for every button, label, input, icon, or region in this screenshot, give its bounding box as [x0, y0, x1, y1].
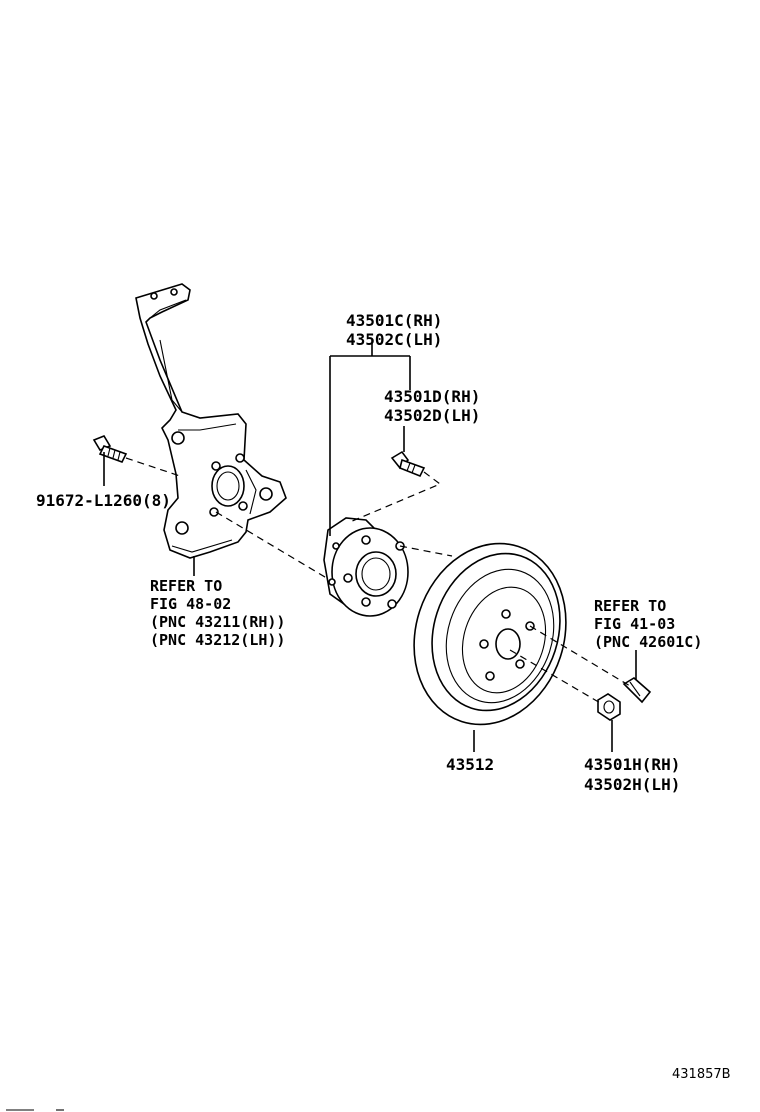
wheel-stud: [622, 677, 652, 704]
label-nut-lh: 43502H(LH): [584, 775, 680, 794]
stud-to-rotor-dashline: [529, 625, 631, 687]
label-hub-rh: 43501C(RH): [346, 311, 442, 330]
label-nut-rh: 43501H(RH): [584, 755, 680, 774]
hub-assembly: [323, 517, 409, 617]
knuckle-ref-line1: REFER TO: [150, 577, 222, 595]
label-hub-lh: 43502C(LH): [346, 330, 442, 349]
label-rotor: 43512: [446, 755, 494, 774]
knuckle-to-hub-dashline: [215, 511, 331, 581]
label-knuckle-bolt: 91672-L1260(8): [36, 491, 171, 510]
knuckle-bolt: [92, 435, 128, 463]
wheel-ref-line1: REFER TO: [594, 597, 666, 615]
hub-bracket-leader: [329, 340, 411, 536]
wheel-ref-line2: FIG 41-03: [594, 615, 675, 633]
bolt-to-hub-dashline: [349, 471, 442, 523]
figure-number: 431857B: [672, 1067, 731, 1082]
wheel-ref-line3: (PNC 42601C): [594, 633, 702, 651]
bolt-to-knuckle-dashline: [125, 457, 181, 477]
steering-knuckle: [135, 283, 287, 559]
knuckle-ref-line2: FIG 48-02: [150, 595, 231, 613]
label-bolt-rh: 43501D(RH): [384, 387, 480, 406]
brake-rotor: [413, 542, 567, 726]
label-bolt-lh: 43502D(LH): [384, 406, 480, 425]
hub-to-rotor-dashline: [399, 545, 453, 557]
nut-to-rotor-dashline: [509, 649, 603, 705]
hub-nut: [597, 693, 621, 721]
knuckle-ref-line4: (PNC 43212(LH)): [150, 631, 285, 649]
knuckle-ref-line3: (PNC 43211(RH)): [150, 613, 285, 631]
hub-bolt: [390, 450, 426, 478]
